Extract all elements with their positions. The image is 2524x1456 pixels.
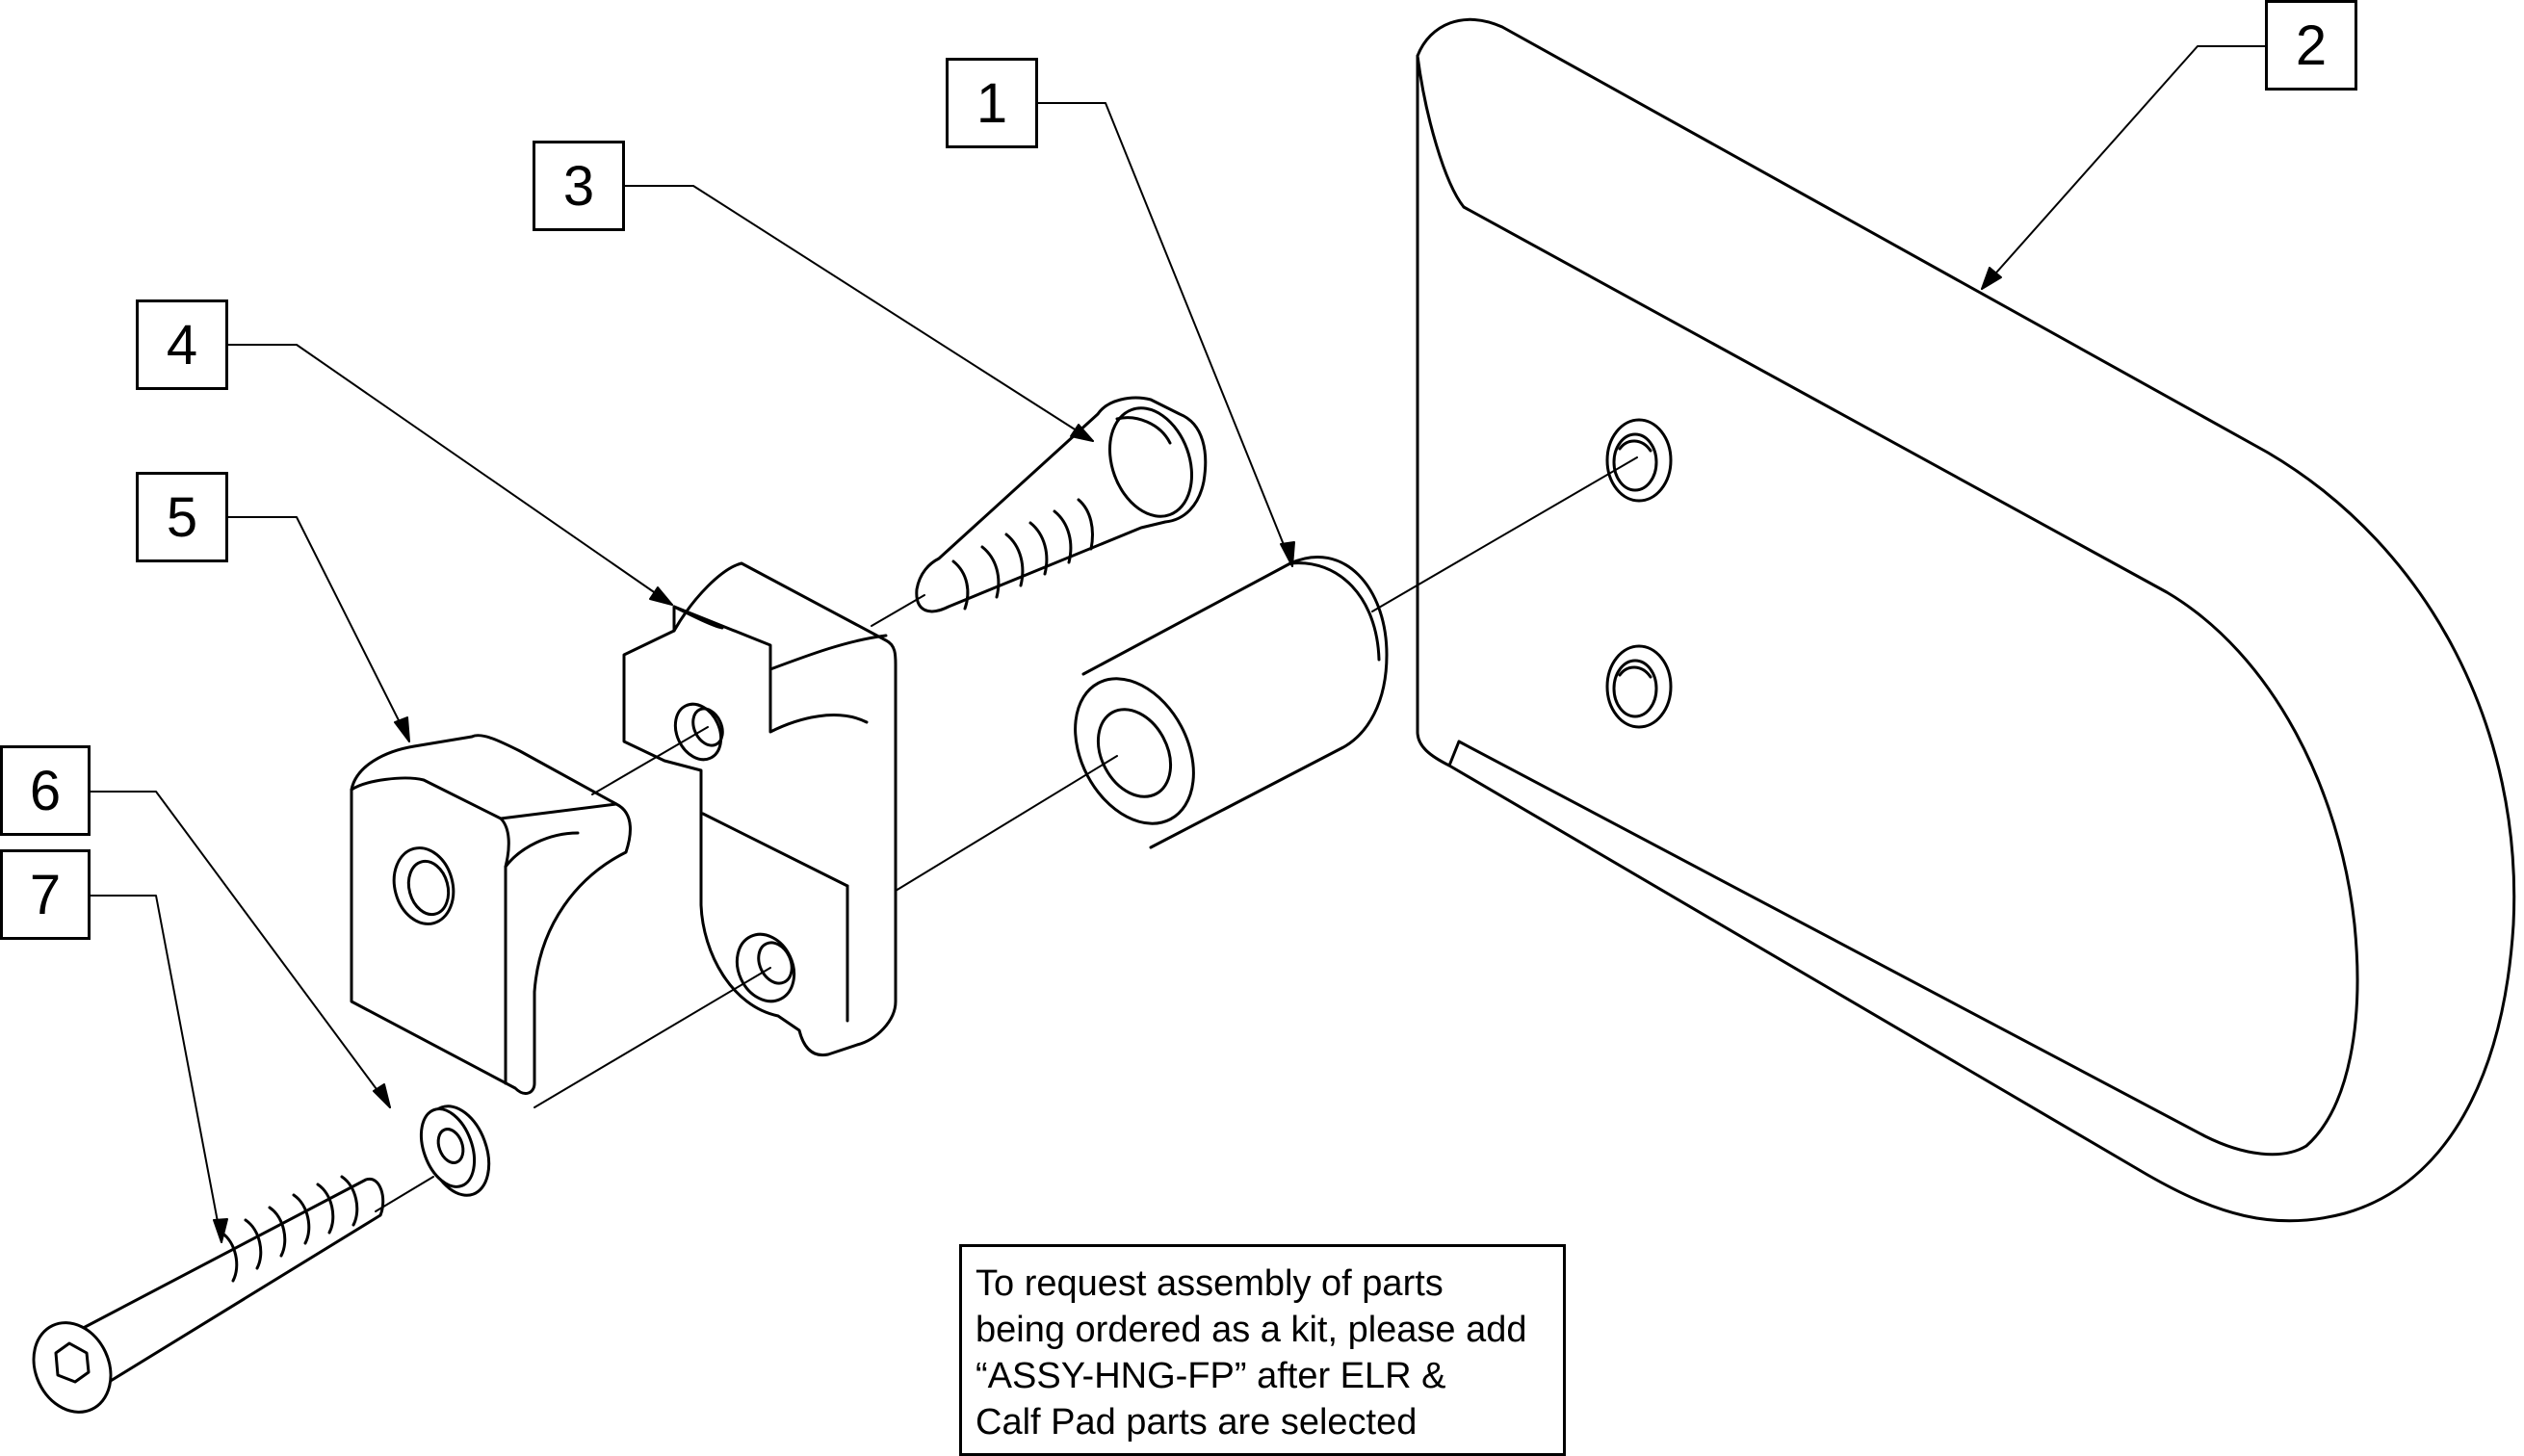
note-line-4: Calf Pad parts are selected [976,1402,1418,1443]
clamp-block-part [350,734,632,1095]
cap-screw-part [915,396,1208,613]
callout-4: 4 [136,299,228,390]
calf-pad-upper-hole [1605,418,1673,503]
spacer-part [1074,556,1389,849]
assembly-axis-lines [375,456,1638,1212]
button-head-screw-part [32,1175,385,1414]
washer-part [419,1105,491,1197]
callout-1: 1 [946,58,1038,148]
callout-2: 2 [2265,0,2357,91]
callout-6: 6 [0,745,91,836]
leader-lines [88,45,2266,1243]
note-line-1: To request assembly of parts [976,1263,1444,1304]
calf-pad-lower-hole [1605,644,1673,729]
callout-7: 7 [0,849,91,940]
calf-pad-part [1416,17,2516,1223]
hinge-block-part [622,561,898,1057]
assembly-note-box: To request assembly of parts being order… [959,1244,1566,1456]
callout-5: 5 [136,472,228,562]
note-line-3: “ASSY-HNG-FP” after ELR & [976,1356,1446,1396]
callout-3: 3 [533,141,625,231]
note-line-2: being ordered as a kit, please add [976,1310,1527,1350]
